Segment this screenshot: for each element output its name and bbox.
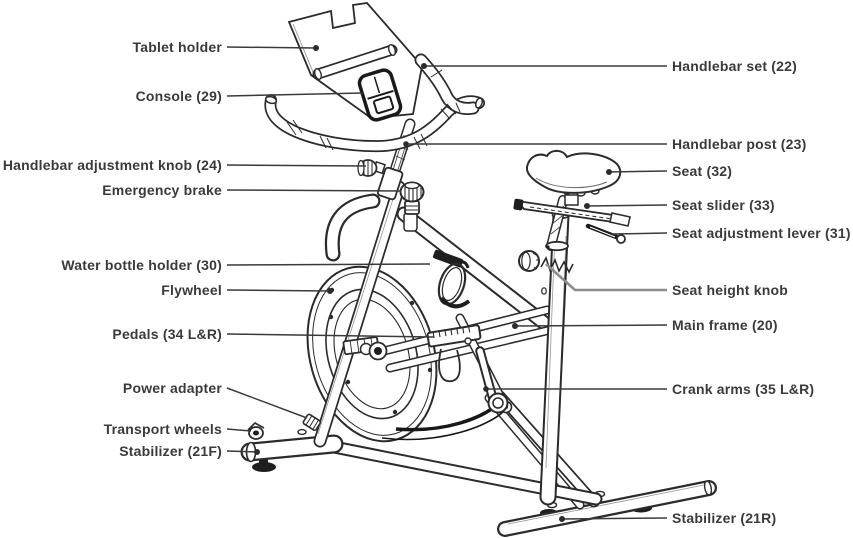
label-seat: Seat (32) [672, 163, 733, 179]
front-post-drawing [313, 180, 406, 448]
console-drawing [357, 68, 403, 122]
label-water-bottle-holder: Water bottle holder (30) [61, 257, 222, 273]
label-seat-height-knob: Seat height knob [672, 282, 788, 298]
label-transport-wheels: Transport wheels [103, 421, 222, 437]
seat-assembly-drawing [513, 149, 631, 274]
label-handlebar-adjustment-knob: Handlebar adjustment knob (24) [2, 157, 222, 173]
label-handlebar-set: Handlebar set (22) [672, 58, 797, 74]
power-adapter-drawing [302, 413, 322, 431]
water-bottle-holder-drawing [432, 249, 471, 309]
label-main-frame: Main frame (20) [672, 317, 778, 333]
label-console: Console (29) [135, 88, 222, 104]
leader-lines [226, 45, 668, 522]
handlebar-adjustment-knob-drawing [357, 159, 386, 177]
label-seat-slider: Seat slider (33) [672, 197, 775, 213]
seat-mast-drawing [539, 206, 571, 506]
handlebar-set-drawing [264, 53, 485, 153]
crank-arms-drawing [426, 324, 513, 414]
label-seat-adjustment-lever: Seat adjustment lever (31) [672, 225, 851, 241]
label-emergency-brake: Emergency brake [102, 182, 222, 198]
label-power-adapter: Power adapter [122, 380, 222, 396]
flywheel-guard-drawing [324, 193, 381, 262]
emergency-brake-drawing [399, 181, 425, 232]
label-handlebar-post: Handlebar post (23) [672, 136, 807, 152]
label-pedals: Pedals (34 L&R) [112, 326, 222, 342]
tablet-holder-drawing [287, 2, 423, 122]
label-crank-arms: Crank arms (35 L&R) [672, 381, 815, 397]
left-pedal-drawing [342, 336, 388, 361]
label-tablet-holder: Tablet holder [132, 39, 222, 55]
label-stabilizer-rear: Stabilizer (21R) [672, 510, 777, 526]
label-stabilizer-front: Stabilizer (21F) [119, 443, 222, 459]
label-flywheel: Flywheel [161, 282, 222, 298]
